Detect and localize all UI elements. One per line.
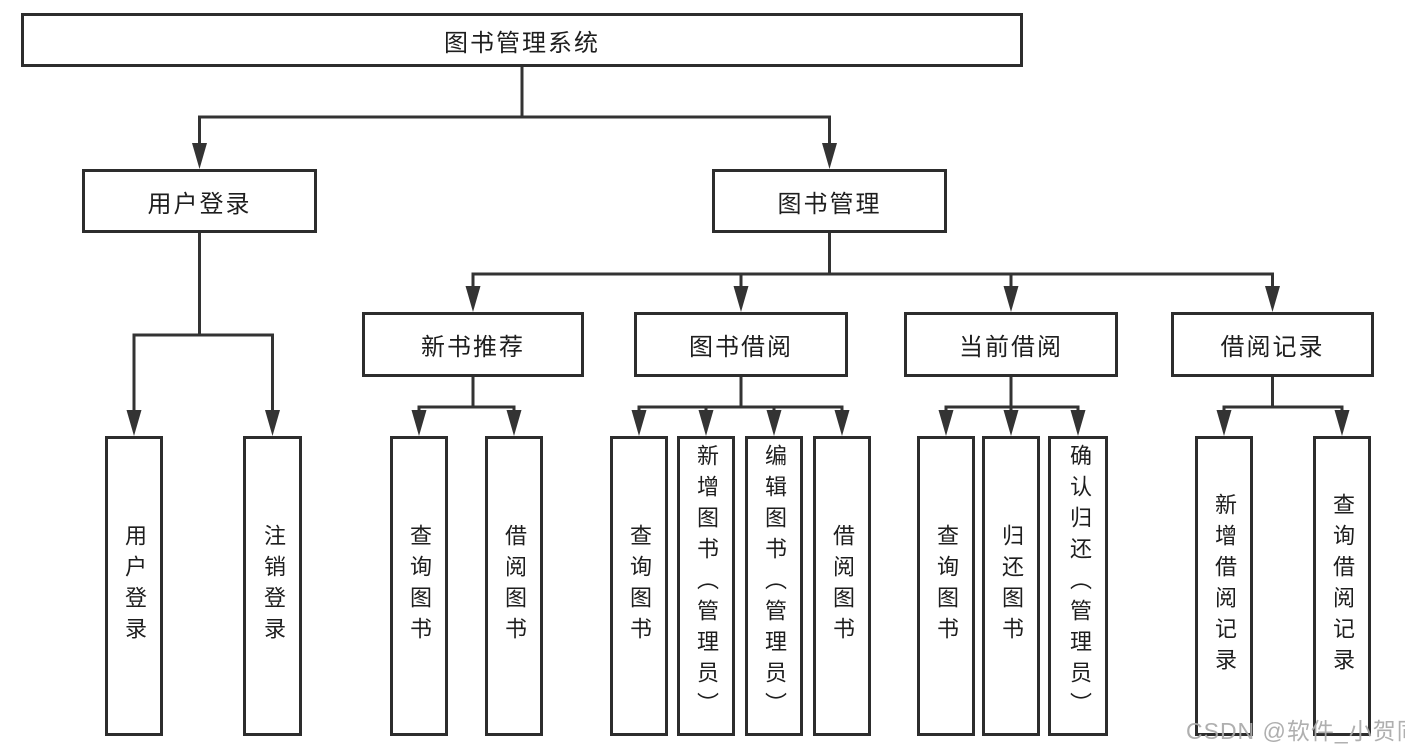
node-new-book-recommend: 新书推荐 [362, 312, 584, 377]
leaf-add-books-admin: 新增图书（管理员） [677, 436, 735, 736]
node-current-borrow: 当前借阅 [904, 312, 1118, 377]
node-book-borrow: 图书借阅 [634, 312, 848, 377]
leaf-query-books-borrow: 查询图书 [610, 436, 668, 736]
leaf-query-books-current: 查询图书 [917, 436, 975, 736]
leaf-return-books: 归还图书 [982, 436, 1040, 736]
leaf-query-books-recommend: 查询图书 [390, 436, 448, 736]
node-borrow-record: 借阅记录 [1171, 312, 1374, 377]
leaf-logout: 注销登录 [243, 436, 302, 736]
node-book-management-branch: 图书管理 [712, 169, 947, 233]
node-user-login-branch: 用户登录 [82, 169, 317, 233]
leaf-user-login: 用户登录 [105, 436, 163, 736]
leaf-borrow-books-recommend: 借阅图书 [485, 436, 543, 736]
csdn-watermark: CSDN @软件_小贺同学 [1186, 718, 1405, 744]
leaf-add-borrow-record: 新增借阅记录 [1195, 436, 1253, 736]
leaf-edit-books-admin: 编辑图书（管理员） [745, 436, 803, 736]
leaf-query-borrow-record: 查询借阅记录 [1313, 436, 1371, 736]
leaf-borrow-books: 借阅图书 [813, 436, 871, 736]
node-library-management-system: 图书管理系统 [21, 13, 1023, 67]
leaf-confirm-return-admin: 确认归还（管理员） [1048, 436, 1108, 736]
